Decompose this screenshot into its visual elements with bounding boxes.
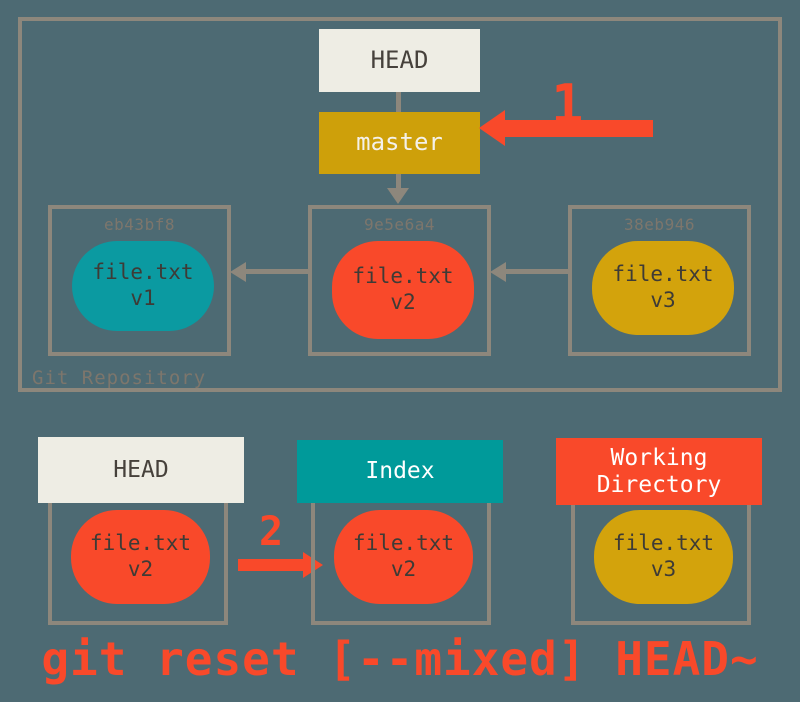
blob-filename: file.txt xyxy=(92,260,194,285)
commit-blob: file.txt v3 xyxy=(592,241,734,335)
area-blob: file.txt v3 xyxy=(594,510,733,604)
git-repository-frame xyxy=(18,17,782,392)
area-box-head: 9e5e6a4 file.txt v2 xyxy=(48,474,228,625)
master-branch-label: master xyxy=(356,128,443,157)
head-pointer-label: HEAD xyxy=(370,45,429,74)
commit-link-arrow-right-to-middle xyxy=(490,262,506,282)
area-header-working-directory: Working Directory xyxy=(556,438,762,505)
head-pointer-box: HEAD xyxy=(319,29,480,92)
commit-link-line-middle-to-left xyxy=(246,269,310,274)
master-to-commit-line xyxy=(396,174,401,192)
head-to-master-line xyxy=(396,92,401,112)
master-branch-box: master xyxy=(319,112,480,174)
commit-hash: eb43bf8 xyxy=(104,215,175,234)
commit-box-38eb946: 38eb946 file.txt v3 xyxy=(568,205,751,356)
step-2-arrow-line xyxy=(238,559,303,571)
area-box-index: file.txt v2 xyxy=(311,474,491,625)
area-header-label: HEAD xyxy=(113,456,169,483)
blob-version: v2 xyxy=(127,557,154,581)
area-header-label: Index xyxy=(365,458,435,485)
blob-version: v2 xyxy=(390,557,417,581)
area-blob: file.txt v2 xyxy=(71,510,210,604)
area-header-label: Working xyxy=(610,445,708,472)
blob-version: v3 xyxy=(650,288,676,312)
commit-box-eb43bf8: eb43bf8 file.txt v1 xyxy=(48,205,231,356)
step-1-arrow-line xyxy=(505,120,653,137)
area-header-label-line2: Directory xyxy=(596,471,722,498)
area-header-index: Index xyxy=(297,440,503,503)
commit-hash: 38eb946 xyxy=(624,215,695,234)
blob-filename: file.txt xyxy=(612,531,715,556)
blob-filename: file.txt xyxy=(352,264,454,289)
blob-version: v1 xyxy=(130,286,156,310)
commit-hash: 9e5e6a4 xyxy=(364,215,435,234)
step-2-number: 2 xyxy=(259,509,284,555)
master-to-commit-arrowhead xyxy=(387,188,409,204)
blob-filename: file.txt xyxy=(612,262,714,287)
area-header-head: HEAD xyxy=(38,437,244,503)
commit-blob: file.txt v1 xyxy=(72,241,214,331)
blob-version: v2 xyxy=(390,290,416,314)
git-repository-label: Git Repository xyxy=(32,367,207,389)
blob-version: v3 xyxy=(650,557,677,581)
area-blob: file.txt v2 xyxy=(334,510,473,604)
commit-link-line-right-to-middle xyxy=(506,269,570,274)
command-caption: git reset [--mixed] HEAD~ xyxy=(41,632,759,686)
commit-blob: file.txt v2 xyxy=(332,241,474,339)
commit-box-9e5e6a4: 9e5e6a4 file.txt v2 xyxy=(308,205,491,356)
blob-filename: file.txt xyxy=(352,531,455,556)
commit-link-arrow-middle-to-left xyxy=(230,262,246,282)
step-1-arrow-head xyxy=(479,110,505,146)
blob-filename: file.txt xyxy=(89,531,192,556)
